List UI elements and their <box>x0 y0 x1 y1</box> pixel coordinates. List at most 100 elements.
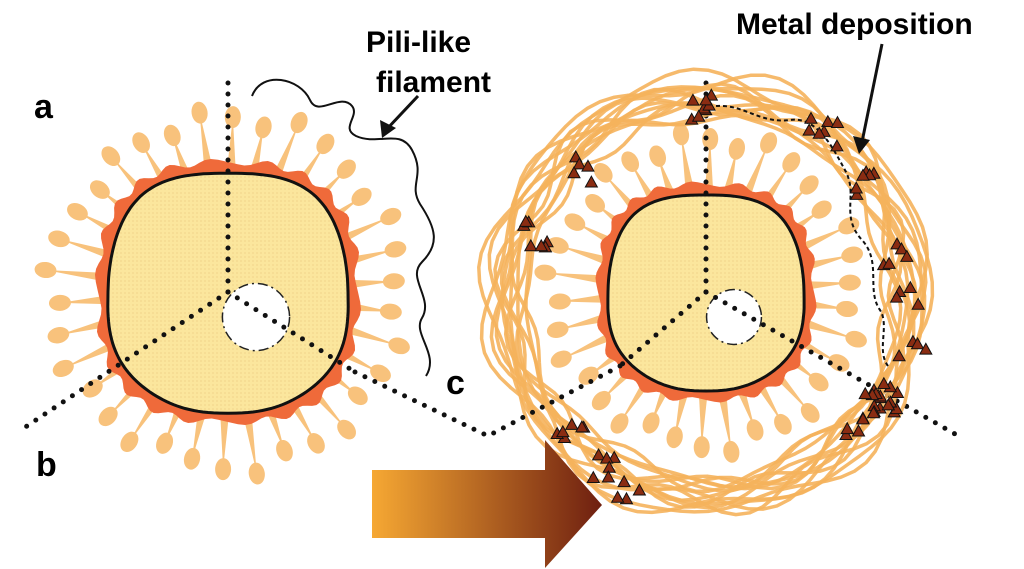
right-appendage-tip <box>621 151 640 172</box>
left-appendage-tip <box>382 273 405 290</box>
right-nucleoid <box>705 288 763 346</box>
triangle-marker-icon <box>851 424 866 437</box>
right-appendage-tip <box>591 390 611 411</box>
right-appendage-stalk <box>698 384 709 448</box>
right-appendage-tip <box>760 132 778 154</box>
pili-label-line1: Pili-like <box>366 26 471 59</box>
triangle-marker-icon <box>830 115 845 128</box>
triangle-marker-icon <box>812 126 827 139</box>
triangle-marker-icon <box>555 424 570 438</box>
right-appendage-tip <box>845 330 867 348</box>
triangle-marker-icon <box>840 421 855 435</box>
triangle-marker-icon <box>894 242 909 255</box>
triangle-marker-icon <box>572 157 587 170</box>
left-appendage-tip <box>276 439 293 462</box>
right-appendage-tip <box>666 426 683 449</box>
triangle-marker-icon <box>903 280 918 294</box>
right-appendage-tip <box>828 354 850 372</box>
left-appendage-tip <box>384 241 407 258</box>
triangle-marker-icon <box>804 111 818 124</box>
right-appendage-tip <box>836 300 858 318</box>
right-appendage-tip <box>693 436 710 459</box>
triangle-marker-icon <box>889 290 904 303</box>
triangle-marker-icon <box>575 420 589 433</box>
left-appendage-tip <box>380 207 402 226</box>
right-appendage-tip <box>610 413 629 434</box>
triangle-marker-icon <box>518 214 533 227</box>
left-appendage-tip <box>47 327 70 344</box>
triangle-marker-icon <box>567 165 581 179</box>
triangle-marker-icon <box>839 427 853 441</box>
gradient-right-arrow-icon <box>372 440 602 568</box>
triangle-marker-icon <box>610 490 625 503</box>
matrix-fiber <box>479 73 935 514</box>
pili-label-line2: filament <box>376 66 491 99</box>
right-appendage-tip <box>782 152 801 173</box>
triangle-marker-icon <box>858 386 873 400</box>
right-appendage-tip <box>841 246 863 263</box>
metal-callout-arrow <box>853 43 884 154</box>
triangle-marker-icon <box>534 238 549 252</box>
triangle-marker-icon <box>856 412 870 425</box>
right-appendage-tip <box>578 366 599 385</box>
left-appendage-tip <box>347 386 368 406</box>
label-c: c <box>446 364 465 402</box>
left-appendage-tip <box>48 230 70 248</box>
right-appendage-tip <box>808 372 829 392</box>
triangle-marker-icon <box>699 93 713 106</box>
triangle-marker-icon <box>910 336 925 350</box>
triangle-marker-icon <box>523 238 538 252</box>
triangle-marker-icon <box>877 376 891 390</box>
left-appendage-tip <box>215 458 232 481</box>
cell-right <box>477 67 958 517</box>
left-axis-lines <box>15 71 358 435</box>
pili-like-filament <box>251 78 435 377</box>
left-appendage-tip <box>316 133 335 155</box>
triangle-marker-icon <box>820 114 835 128</box>
pili-callout-arrow <box>380 94 420 138</box>
right-appendage-tip <box>550 350 572 368</box>
triangle-marker-icon <box>581 159 595 172</box>
right-pili-like-filament <box>715 104 889 367</box>
left-appendage-tip <box>82 379 103 398</box>
triangle-marker-icon <box>911 297 926 310</box>
triangle-marker-icon <box>617 474 631 488</box>
metal-deposit-markers <box>516 88 933 505</box>
left-appendage-tip <box>370 364 391 383</box>
right-appendage-tip <box>585 194 606 213</box>
label-b: b <box>36 446 57 484</box>
left-appendage-tip <box>290 111 308 134</box>
left-appendage-tip <box>351 187 372 206</box>
right-appendage-tip <box>838 217 860 235</box>
right-appendage-tip <box>723 440 740 463</box>
right-appendage-tip <box>564 213 586 231</box>
right-appendage-tip <box>534 264 557 281</box>
triangle-marker-icon <box>564 417 579 430</box>
right-appendage-tip <box>728 138 746 160</box>
left-appendage-tip <box>255 116 272 139</box>
left-appendage-tip <box>34 261 57 279</box>
right-appendage-tip <box>774 413 792 435</box>
triangle-marker-icon <box>881 398 896 411</box>
left-appendage-tip <box>336 159 356 179</box>
triangle-marker-icon <box>856 168 870 181</box>
left-nucleoid <box>221 282 291 352</box>
right-appendage-tip <box>672 123 690 146</box>
left-appendage-tip <box>191 101 208 124</box>
left-appendage-tip <box>120 431 139 453</box>
right-appendage-tip <box>838 274 861 291</box>
left-appendage-tip <box>307 432 325 454</box>
triangle-marker-icon <box>584 175 599 188</box>
left-appendage-tip <box>48 294 71 311</box>
triangle-marker-icon <box>892 348 906 362</box>
right-axis-down-right <box>703 289 958 437</box>
metal-deposition-label: Metal deposition <box>736 8 973 41</box>
left-appendage-tip <box>89 180 110 199</box>
right-appendage-tip <box>799 175 819 195</box>
triangle-marker-icon <box>599 451 614 464</box>
right-appendage-tip <box>811 200 832 219</box>
left-appendage-tip <box>132 132 150 153</box>
right-appendage-tip <box>642 412 660 434</box>
triangle-marker-icon <box>691 109 706 122</box>
right-axis-lines <box>617 73 958 437</box>
